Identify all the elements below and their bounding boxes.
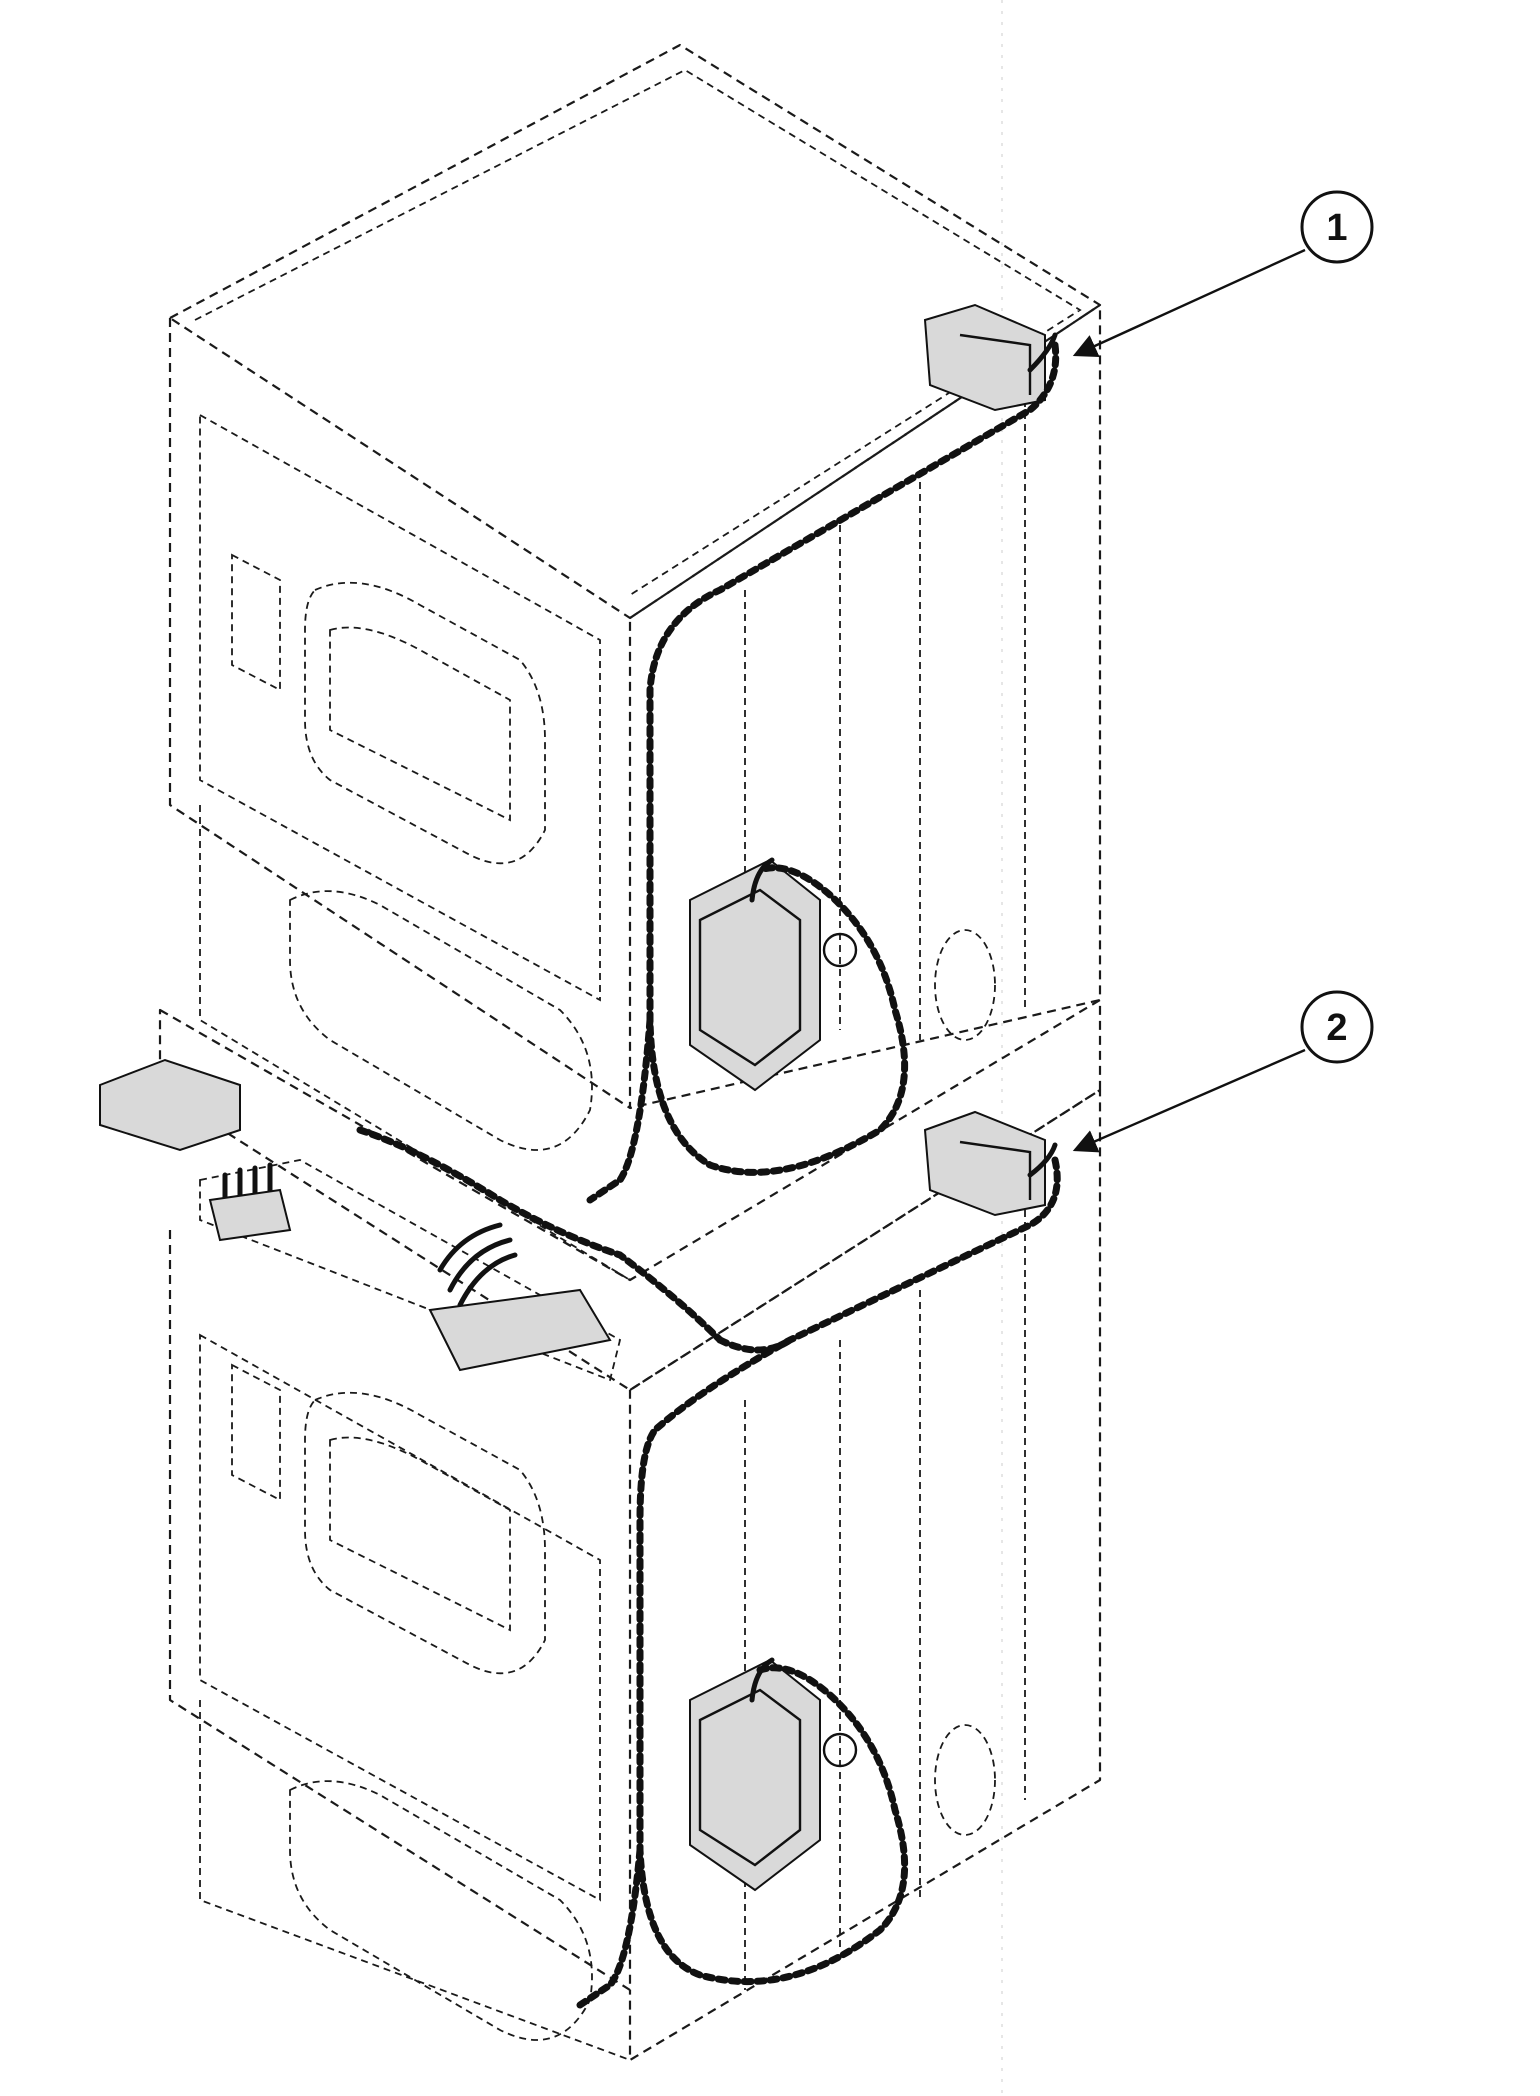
lower-side-panel	[628, 1088, 1102, 2062]
callout-2-label: 2	[1326, 1007, 1347, 1049]
upper-side-panel	[629, 303, 1102, 1110]
callout-1: 1	[1072, 190, 1374, 357]
lower-front-panel	[168, 1230, 632, 1992]
lower-junction-box	[923, 1110, 1058, 1217]
crossover-wire-route	[356, 1126, 724, 1344]
upper-control-slot	[231, 553, 281, 692]
lower-control-slot	[231, 1363, 281, 1502]
upper-front-panel	[168, 318, 632, 1110]
upper-door-frame	[199, 413, 601, 1002]
lower-top-frame	[158, 998, 1102, 1392]
upper-top-panel	[168, 43, 1102, 620]
lower-door-frame	[199, 1333, 601, 1902]
lower-wire-route	[636, 1156, 1061, 1986]
wiring-routes	[356, 341, 1061, 2009]
callout-1-label: 1	[1326, 207, 1347, 249]
callout-2: 2	[1072, 990, 1374, 1153]
control-board-area	[99, 1058, 622, 1382]
upper-door-window	[304, 581, 546, 865]
upper-motor-assembly	[689, 857, 858, 1092]
upper-junction-box	[923, 303, 1058, 412]
upper-wire-route	[646, 341, 1060, 1176]
lower-motor-assembly	[689, 1657, 858, 1892]
lower-dryer-unit	[99, 998, 1102, 2062]
lower-door-window	[304, 1391, 546, 1675]
upper-dryer-unit	[168, 43, 1102, 1281]
